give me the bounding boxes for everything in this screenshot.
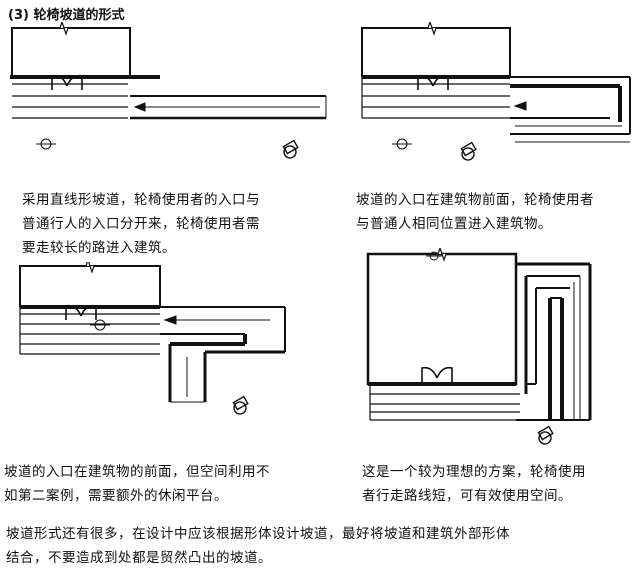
entry-steps xyxy=(12,83,128,119)
caption-line: 普通行人的入口分开来，轮椅使用者需 xyxy=(22,216,260,232)
ramp-with-platform xyxy=(160,306,286,403)
footer-note: 坡道形式还有很多，在设计中应该根据形体设计坡道，最好将坡道和建筑外部形体 结合，… xyxy=(6,522,636,570)
section-title: (3) 轮椅坡道的形式 xyxy=(8,8,125,23)
building-outline xyxy=(10,27,160,79)
caption-line: 这是一个较为理想的方案，轮椅使用 xyxy=(362,464,586,480)
caption-line: 要走较长的路进入建筑。 xyxy=(22,240,176,256)
caption-line: 坡道的入口在建筑物前面，轮椅使用者 xyxy=(356,192,594,208)
caption-line: 如第二案例，需要额外的休闲平台。 xyxy=(4,488,228,504)
pedestrian-entry-icon xyxy=(36,138,56,150)
wheelchair-icon xyxy=(232,395,249,415)
wheelchair-icon xyxy=(282,139,299,159)
building-outline xyxy=(361,27,511,77)
caption-line: 者行走路线短，可有效使用空间。 xyxy=(362,488,572,504)
wheelchair-icon xyxy=(460,141,477,161)
building-outline xyxy=(366,252,518,386)
building-outline xyxy=(19,265,161,307)
caption-figure-3: 坡道的入口在建筑物的前面，但空间利用不 如第二案例，需要额外的休闲平台。 xyxy=(4,460,340,508)
caption-figure-1: 采用直线形坡道，轮椅使用者的入口与 普通行人的入口分开来，轮椅使用者需 要走较长… xyxy=(22,188,322,260)
entry-steps xyxy=(19,307,160,355)
side-ramp xyxy=(516,262,592,421)
caption-line: 与普通人相同位置进入建筑物。 xyxy=(356,216,552,232)
caption-figure-2: 坡道的入口在建筑物前面，轮椅使用者 与普通人相同位置进入建筑物。 xyxy=(356,188,640,236)
figure-4-side-ramp xyxy=(366,248,592,445)
pedestrian-entry-icon xyxy=(426,251,442,261)
break-line xyxy=(437,248,447,262)
figure-2-u-turn-ramp xyxy=(361,22,631,161)
break-line xyxy=(427,22,437,36)
caption-line: 坡道的入口在建筑物的前面，但空间利用不 xyxy=(4,464,270,480)
pedestrian-entry-icon xyxy=(392,138,412,150)
caption-line: 采用直线形坡道，轮椅使用者的入口与 xyxy=(22,192,260,208)
wheelchair-icon xyxy=(537,425,554,445)
footer-line: 坡道形式还有很多，在设计中应该根据形体设计坡道，最好将坡道和建筑外部形体 xyxy=(6,526,510,542)
door-icon xyxy=(421,366,453,382)
pedestrian-entry-icon xyxy=(90,319,110,331)
figure-3-platform-ramp xyxy=(19,262,286,415)
entry-steps xyxy=(361,77,510,119)
figure-1-straight-ramp xyxy=(10,22,327,159)
footer-line: 结合，不要造成到处都是贸然凸出的坡道。 xyxy=(6,550,272,566)
entry-steps xyxy=(369,384,520,421)
break-line xyxy=(59,22,69,36)
u-turn-ramp xyxy=(510,76,631,143)
caption-figure-4: 这是一个较为理想的方案，轮椅使用 者行走路线短，可有效使用空间。 xyxy=(362,460,640,508)
straight-ramp xyxy=(130,95,327,120)
break-line xyxy=(85,262,95,274)
